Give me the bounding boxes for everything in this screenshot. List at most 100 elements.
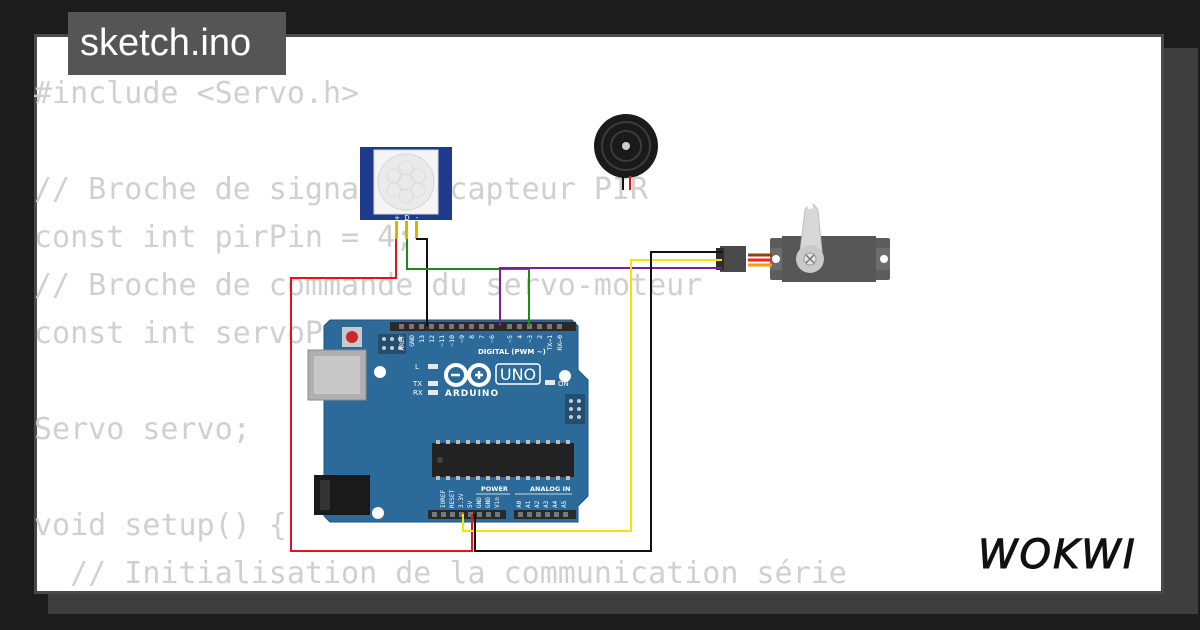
arduino-infinity-logo xyxy=(444,363,491,387)
header-pin[interactable] xyxy=(432,512,437,517)
chip-pin xyxy=(476,476,480,480)
chip-pin xyxy=(436,440,440,444)
piezo-buzzer[interactable] xyxy=(594,114,658,190)
pir-sensor[interactable]: + D - xyxy=(360,147,452,239)
header-pin[interactable] xyxy=(537,324,542,329)
header-pin[interactable] xyxy=(547,324,552,329)
pin-label: ~6 xyxy=(488,335,496,343)
wire-black-pir xyxy=(416,238,428,326)
header-pin[interactable] xyxy=(439,324,444,329)
chip-pin xyxy=(566,440,570,444)
pin-label: 7 xyxy=(478,335,486,339)
header-pin[interactable] xyxy=(469,324,474,329)
code-line: // Broche de signal du capteur PIR xyxy=(34,172,649,207)
led-rx-label: RX xyxy=(413,389,423,397)
power-pin-label: RESET xyxy=(449,490,456,508)
power-pin-label: Vin xyxy=(494,497,501,508)
power-pin-label: GND xyxy=(485,497,492,508)
header-pin[interactable] xyxy=(459,512,464,517)
code-line: // Broche de commande du servo-moteur xyxy=(34,268,703,303)
analog-pin-label: A3 xyxy=(543,500,550,508)
pir-pin-d: D xyxy=(404,214,409,222)
chip-pin xyxy=(446,476,450,480)
analog-pin-label: A4 xyxy=(552,500,559,508)
chip-pin xyxy=(486,476,490,480)
led-l-label: L xyxy=(415,363,419,371)
power-pin-label: 3.3V xyxy=(458,493,465,508)
pin-label: ~9 xyxy=(458,335,466,343)
analog-pin-label: A2 xyxy=(534,500,541,508)
code-line: void setup() { xyxy=(34,508,287,543)
code-line: Servo servo; xyxy=(34,412,251,447)
preview-card xyxy=(34,34,1164,594)
wokwi-logo: WOKWI xyxy=(978,532,1137,579)
header-pin[interactable] xyxy=(409,324,414,329)
chip-pin xyxy=(516,440,520,444)
board-brand: ARDUINO xyxy=(445,389,499,399)
header-pin[interactable] xyxy=(489,324,494,329)
pin-label: RX←0 xyxy=(556,335,564,351)
header-pin[interactable] xyxy=(459,324,464,329)
led-on-label: ON xyxy=(558,380,569,388)
power-label: POWER xyxy=(481,485,508,493)
servo-motor[interactable] xyxy=(716,203,890,282)
pin-label: TX→1 xyxy=(546,335,554,351)
pin-label: ~10 xyxy=(448,335,456,347)
chip-pin xyxy=(466,440,470,444)
header-pin[interactable] xyxy=(507,324,512,329)
header-pin[interactable] xyxy=(486,512,491,517)
chip-pin xyxy=(476,440,480,444)
header-pin[interactable] xyxy=(518,512,523,517)
header-pin[interactable] xyxy=(449,324,454,329)
pin-label: ~5 xyxy=(506,335,514,343)
digital-label: DIGITAL (PWM ~) xyxy=(478,348,546,356)
header-pin[interactable] xyxy=(545,512,550,517)
header-pin[interactable] xyxy=(536,512,541,517)
chip-pin xyxy=(526,476,530,480)
header-pin[interactable] xyxy=(468,512,473,517)
wire-yellow xyxy=(462,259,722,532)
header-pin[interactable] xyxy=(554,512,559,517)
header-pin[interactable] xyxy=(479,324,484,329)
wires xyxy=(290,238,722,552)
header-pin[interactable] xyxy=(450,512,455,517)
header-pin[interactable] xyxy=(477,512,482,517)
header-pin[interactable] xyxy=(399,324,404,329)
board-model: UNO xyxy=(500,365,536,384)
header-pin[interactable] xyxy=(495,512,500,517)
chip-pin xyxy=(526,440,530,444)
chip-pin xyxy=(546,440,550,444)
analog-pin-label: A5 xyxy=(561,500,568,508)
header-pin[interactable] xyxy=(563,512,568,517)
pin-label: 12 xyxy=(428,335,436,343)
code-line: // Initialisation de la communication sé… xyxy=(34,556,847,591)
header-pin[interactable] xyxy=(527,512,532,517)
header-pin[interactable] xyxy=(527,324,532,329)
header-pin[interactable] xyxy=(517,324,522,329)
header-pin[interactable] xyxy=(557,324,562,329)
chip-pin xyxy=(536,440,540,444)
file-tab-title[interactable]: sketch.ino xyxy=(68,12,286,75)
chip-pin xyxy=(466,476,470,480)
header-pin[interactable] xyxy=(429,324,434,329)
chip-pin xyxy=(486,440,490,444)
pir-pin-plus: + xyxy=(394,214,400,222)
chip-pin xyxy=(546,476,550,480)
power-pin-label: IOREF xyxy=(440,490,447,508)
chip-pin xyxy=(446,440,450,444)
pin-label: 2 xyxy=(536,335,544,339)
chip-pin xyxy=(496,440,500,444)
header-pin[interactable] xyxy=(419,324,424,329)
chip-pin xyxy=(456,476,460,480)
pin-label: 8 xyxy=(468,335,476,339)
chip-pin xyxy=(556,440,560,444)
wokwi-logo-text: WOKWI xyxy=(978,532,1137,578)
analog-label: ANALOG IN xyxy=(530,485,570,493)
chip-pin xyxy=(536,476,540,480)
analog-pin-label: A1 xyxy=(525,500,532,508)
wire-green xyxy=(406,239,530,326)
header-pin[interactable] xyxy=(441,512,446,517)
chip-pin xyxy=(556,476,560,480)
